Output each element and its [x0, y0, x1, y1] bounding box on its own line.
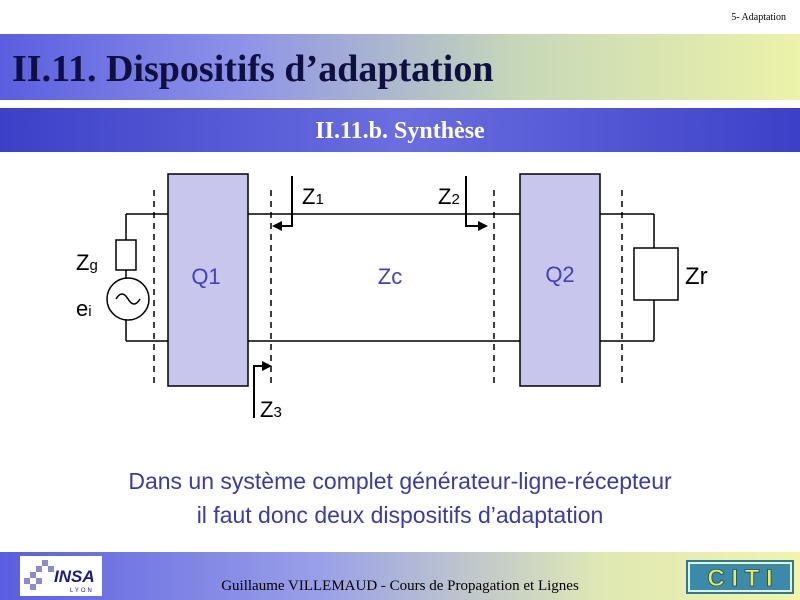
zr-label: Zr: [685, 263, 708, 290]
slide-title: II.11. Dispositifs d’adaptation: [12, 48, 494, 90]
citi-logo: C I T I: [686, 560, 794, 594]
ei-label: ei: [76, 296, 92, 321]
adaptation-diagram: Q1 Q2 Zc Z1 Z2 Z3 Zg ei Zr: [76, 173, 708, 422]
footer-text: Guillaume VILLEMAUD - Cours de Propagati…: [221, 578, 579, 594]
q1-box: [167, 173, 249, 387]
zr-load: [633, 247, 679, 301]
q2-label: Q2: [545, 262, 574, 287]
caption-line-1: Dans un système complet générateur-ligne…: [128, 468, 672, 494]
z3-arrowhead: [262, 361, 272, 371]
title-band: [0, 34, 800, 100]
svg-text:C I T I: C I T I: [707, 565, 772, 592]
z2-label: Z2: [438, 184, 460, 209]
z2-arrowhead: [478, 221, 488, 231]
q2-box: [519, 173, 601, 387]
svg-text:LYON: LYON: [70, 588, 94, 594]
insa-logo: INSA LYON: [20, 556, 102, 596]
subtitle-band: [0, 108, 800, 152]
chapter-label: 5- Adaptation: [731, 12, 786, 23]
footer-band: [0, 552, 800, 600]
svg-text:INSA: INSA: [54, 567, 95, 586]
sine-wave-icon: [115, 293, 141, 305]
slide-subtitle: II.11.b. Synthèse: [315, 118, 485, 144]
z1-arrowhead: [272, 221, 282, 231]
zc-label: Zc: [378, 264, 402, 289]
z2-arrow: [465, 176, 482, 227]
zg-resistor: [115, 239, 137, 271]
q1-label: Q1: [191, 264, 220, 289]
z1-label: Z1: [302, 184, 324, 209]
z1-arrow: [276, 176, 293, 227]
caption-line-2: il faut donc deux dispositifs d’adaptati…: [196, 502, 604, 528]
z3-label: Z3: [260, 397, 282, 422]
zg-label: Zg: [76, 250, 98, 275]
